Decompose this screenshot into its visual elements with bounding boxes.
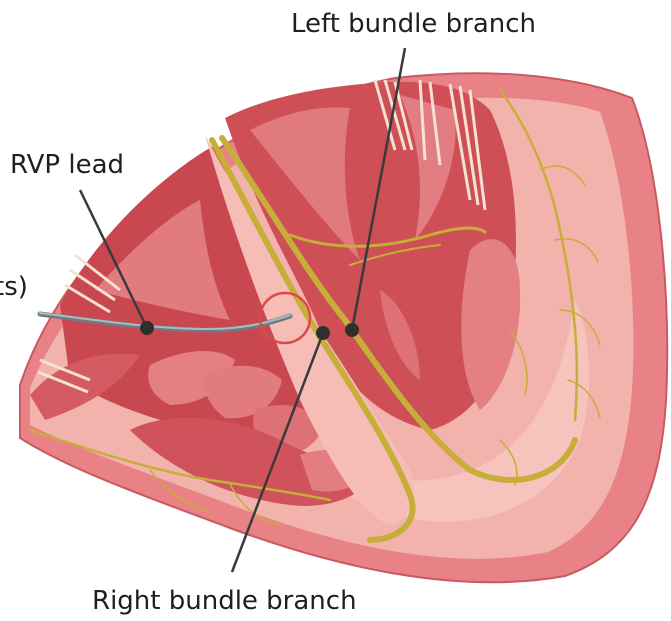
left-bundle-branch-label: Left bundle branch — [291, 9, 536, 39]
rvp-pointer-dot — [140, 321, 154, 335]
rvp-lead-label: RVP lead — [10, 150, 124, 180]
rbb-pointer-dot — [316, 326, 330, 340]
right-bundle-branch-label: Right bundle branch — [92, 586, 357, 616]
lbb-pointer-dot — [345, 323, 359, 337]
clipped-label-fragment: ts) — [0, 272, 28, 302]
